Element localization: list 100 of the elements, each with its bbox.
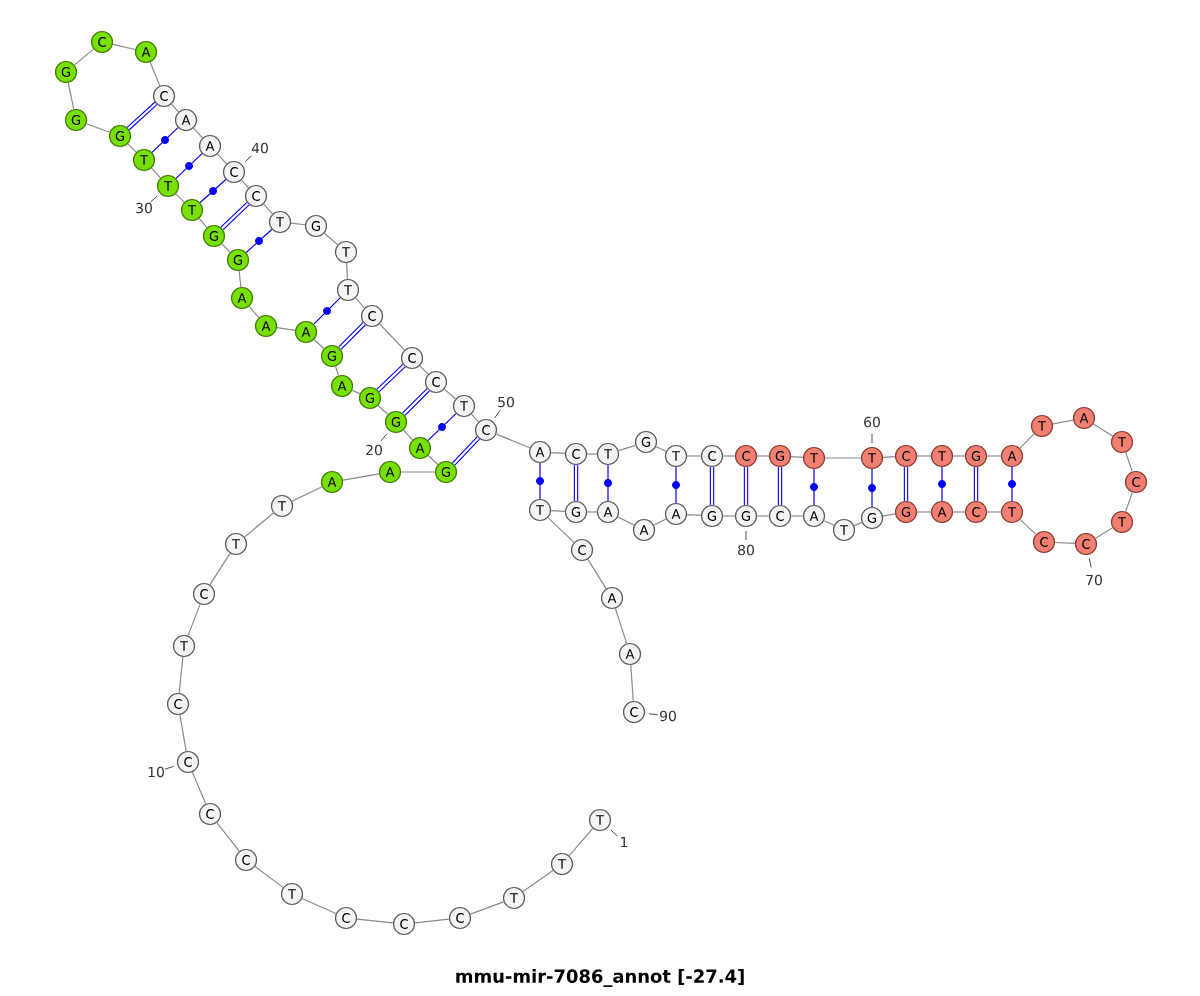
backbone-line [191, 771, 207, 805]
backbone-line [262, 203, 274, 215]
backbone-line [653, 518, 667, 526]
backbone-line [823, 520, 835, 526]
backbone-line [522, 869, 554, 893]
base-pair-line [672, 466, 680, 504]
backbone-line [1125, 491, 1133, 513]
backbone-line [221, 243, 231, 253]
base-pair-line [973, 467, 979, 501]
base-pair-line [402, 388, 430, 416]
base-pair-line [777, 467, 783, 505]
base-pair-line [810, 468, 818, 506]
backbone-line [85, 123, 111, 133]
backbone-line [916, 511, 932, 513]
base-pair-line [427, 413, 457, 441]
base-pair-line [151, 127, 179, 153]
backbone-line [254, 866, 284, 888]
backbone-line [419, 365, 429, 375]
backbone-line [216, 153, 228, 165]
backbone-line [198, 217, 208, 229]
backbone-line [243, 512, 275, 538]
backbone-line [400, 471, 436, 473]
backbone-line [313, 338, 325, 350]
base-pair-line [1008, 466, 1016, 502]
backbone-line [617, 516, 635, 526]
backbone-line [216, 822, 240, 852]
backbone-line [614, 607, 628, 644]
backbone-line [334, 365, 340, 377]
backbone-line [686, 514, 702, 516]
backbone-line [276, 327, 296, 331]
base-pair-line [452, 436, 480, 466]
base-pair-line [245, 228, 273, 254]
backbone-line [354, 297, 366, 309]
backbone-line [379, 323, 405, 351]
backbone-line [238, 270, 242, 288]
backbone-line [402, 429, 414, 441]
backbone-line [756, 515, 770, 517]
caption: mmu-mir-7086_annot [-27.4] [456, 969, 744, 987]
backbone-line [209, 552, 231, 586]
backbone-line [618, 444, 636, 452]
base-pair-line [313, 297, 341, 325]
base-pair-line [709, 467, 715, 505]
backbone-line [127, 143, 137, 153]
backbone-line [192, 127, 204, 139]
backbone-line [175, 193, 185, 203]
backbone-line [824, 457, 862, 459]
backbone-line [882, 513, 896, 517]
backbone-line [1094, 527, 1114, 539]
backbone-line [756, 455, 770, 457]
backbone-line [986, 455, 1002, 457]
backbone-line [73, 48, 95, 66]
backbone-line [916, 455, 932, 457]
backbone-line [248, 305, 260, 319]
backbone-line [240, 179, 250, 189]
backbone-line [568, 827, 594, 857]
backbone-line [112, 43, 136, 51]
base-pair-line [126, 101, 158, 131]
base-pair-line [868, 468, 876, 508]
backbone-line [414, 918, 450, 924]
backbone-line [550, 510, 566, 512]
backbone-line [427, 454, 439, 466]
base-pair-line [199, 178, 227, 204]
backbone-line [1125, 451, 1133, 473]
backbone-line [722, 455, 736, 457]
backbone-line [443, 388, 457, 400]
backbone-line [722, 515, 736, 517]
base-pair-line [938, 466, 946, 502]
base-pair-line [376, 364, 406, 392]
backbone-line [470, 413, 480, 423]
backbone-line [346, 262, 349, 280]
backbone-line [853, 521, 863, 527]
base-pair-line [220, 202, 250, 230]
backbone-line [67, 82, 75, 110]
backbone-line [469, 901, 505, 915]
backbone-line [377, 404, 389, 416]
backbone-line [655, 446, 667, 452]
backbone-line [301, 897, 337, 915]
backbone-line [882, 456, 896, 458]
backbone-line [1054, 541, 1076, 545]
backbone-line [790, 456, 804, 458]
backbone-line [356, 918, 394, 924]
backbone-line [586, 453, 598, 455]
backbone-line [790, 515, 804, 517]
backbone-line [342, 473, 380, 481]
base-pair-line [604, 464, 612, 502]
backbone-line [149, 61, 161, 87]
base-pair-line [536, 462, 544, 500]
backbone-line [952, 455, 966, 457]
backbone-line [323, 232, 339, 246]
backbone-line [1019, 519, 1037, 535]
backbone-line [1052, 419, 1074, 425]
backbone-line [587, 558, 607, 590]
backbone-line [351, 389, 361, 395]
backbone-line [170, 103, 180, 113]
base-pair-line [175, 153, 203, 179]
base-pair-line [573, 465, 579, 501]
backbone-line [187, 603, 201, 637]
backbone-line [952, 511, 966, 513]
backbone-line [150, 167, 162, 179]
backbone-line [178, 656, 184, 694]
